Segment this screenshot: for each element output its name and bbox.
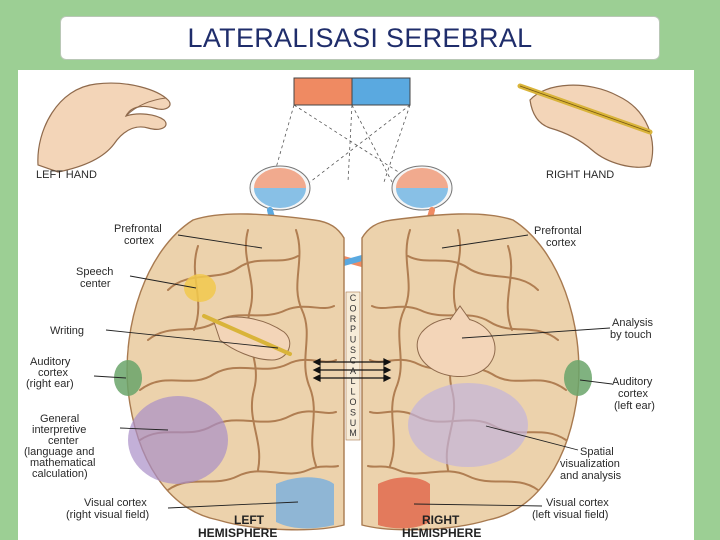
auditory-cortex-left-label-line3: (right ear) bbox=[26, 378, 74, 390]
corpus-callosum-letter: C bbox=[350, 355, 357, 365]
analysis-by-touch-label-line2: by touch bbox=[610, 329, 652, 341]
corpus-callosum-letter: O bbox=[349, 397, 356, 407]
visual-cortex-left-label-line1: Visual cortex bbox=[84, 497, 147, 509]
spatial-visualization-label-line2: visualization bbox=[560, 458, 620, 470]
prefrontal-cortex-right-label-line2: cortex bbox=[546, 237, 576, 249]
left-auditory-cortex-area bbox=[114, 360, 142, 396]
left-hand-illustration bbox=[37, 82, 171, 173]
label-leader-lines bbox=[93, 234, 613, 509]
speech-center-label-line2: center bbox=[80, 278, 111, 290]
general-interpretive-label-line2: interpretive bbox=[32, 424, 86, 436]
corpus-callosum-letter: S bbox=[350, 345, 356, 355]
left-hemisphere-label-line2: HEMISPHERE bbox=[198, 526, 277, 540]
writing-label: Writing bbox=[50, 325, 84, 337]
analysis-by-touch-label-line1: Analysis bbox=[612, 317, 653, 329]
right-hand-illustration bbox=[517, 83, 654, 168]
corpus-callosum-letter: L bbox=[350, 376, 355, 386]
title-box: LATERALISASI SEREBRAL bbox=[60, 16, 660, 60]
corpus-callosum-letter: O bbox=[349, 303, 356, 313]
left-visual-field-bar bbox=[293, 77, 353, 106]
left-hemisphere-label-line1: LEFT bbox=[234, 513, 265, 527]
corpus-callosum-letter: U bbox=[350, 335, 357, 345]
speech-center-area bbox=[184, 274, 216, 302]
general-interpretive-label-line3: center bbox=[48, 435, 79, 447]
prefrontal-cortex-left-label-line2: cortex bbox=[124, 235, 154, 247]
spatial-visualization-label-line3: and analysis bbox=[560, 470, 622, 482]
general-interpretive-label-line4: (language and bbox=[24, 446, 94, 458]
left-hand-label: LEFT HAND bbox=[36, 169, 97, 181]
spatial-visualization-label-line1: Spatial bbox=[580, 446, 614, 458]
auditory-cortex-right-label-line1: Auditory bbox=[612, 376, 653, 388]
corpus-callosum-letter: C bbox=[350, 293, 357, 303]
auditory-cortex-right-label-line2: cortex bbox=[618, 388, 648, 400]
touch-hand-illustration bbox=[416, 305, 496, 378]
corpus-callosum-letter: R bbox=[350, 314, 357, 324]
visual-cortex-right-label-line1: Visual cortex bbox=[546, 497, 609, 509]
left-eye bbox=[249, 165, 311, 211]
left-visual-cortex-area bbox=[276, 477, 334, 529]
visual-cortex-right-label-line2: (left visual field) bbox=[532, 509, 608, 521]
corpus-callosum-letter: A bbox=[350, 366, 356, 376]
brain-lateralization-figure: LEFT HAND RIGHT HAND bbox=[18, 70, 694, 540]
slide-title: LATERALISASI SEREBRAL bbox=[187, 22, 533, 53]
visual-cortex-left-label-line2: (right visual field) bbox=[66, 509, 149, 521]
corpus-callosum-arrows bbox=[312, 358, 392, 382]
corpus-callosum-letter: U bbox=[350, 418, 357, 428]
auditory-cortex-left-label-line1: Auditory bbox=[30, 356, 71, 368]
right-visual-cortex-area bbox=[378, 477, 430, 529]
corpus-callosum-letter: S bbox=[350, 407, 356, 417]
prefrontal-cortex-right-label-line1: Prefrontal bbox=[534, 225, 582, 237]
corpus-callosum bbox=[345, 291, 361, 441]
right-auditory-cortex-area bbox=[564, 360, 592, 396]
prefrontal-cortex-left-label-line1: Prefrontal bbox=[114, 223, 162, 235]
corpus-callosum-letter: M bbox=[349, 428, 357, 438]
general-interpretive-label-line5: mathematical bbox=[30, 457, 95, 469]
auditory-cortex-left-label-line2: cortex bbox=[38, 367, 68, 379]
auditory-cortex-right-label-line3: (left ear) bbox=[614, 400, 655, 412]
general-interpretive-label-line6: calculation) bbox=[32, 468, 88, 480]
right-eye bbox=[391, 165, 453, 211]
corpus-callosum-letter: L bbox=[350, 387, 355, 397]
right-hemisphere-label-line1: RIGHT bbox=[422, 513, 460, 527]
right-hemisphere-label-line2: HEMISPHERE bbox=[402, 526, 481, 540]
right-hand-label: RIGHT HAND bbox=[546, 169, 614, 181]
right-visual-field-bar bbox=[351, 77, 411, 106]
corpus-callosum-letter: P bbox=[350, 324, 356, 334]
general-interpretive-center-area bbox=[128, 396, 228, 484]
speech-center-label-line1: Speech bbox=[76, 266, 113, 278]
spatial-visualization-area bbox=[408, 383, 528, 467]
general-interpretive-label-line1: General bbox=[40, 413, 79, 425]
